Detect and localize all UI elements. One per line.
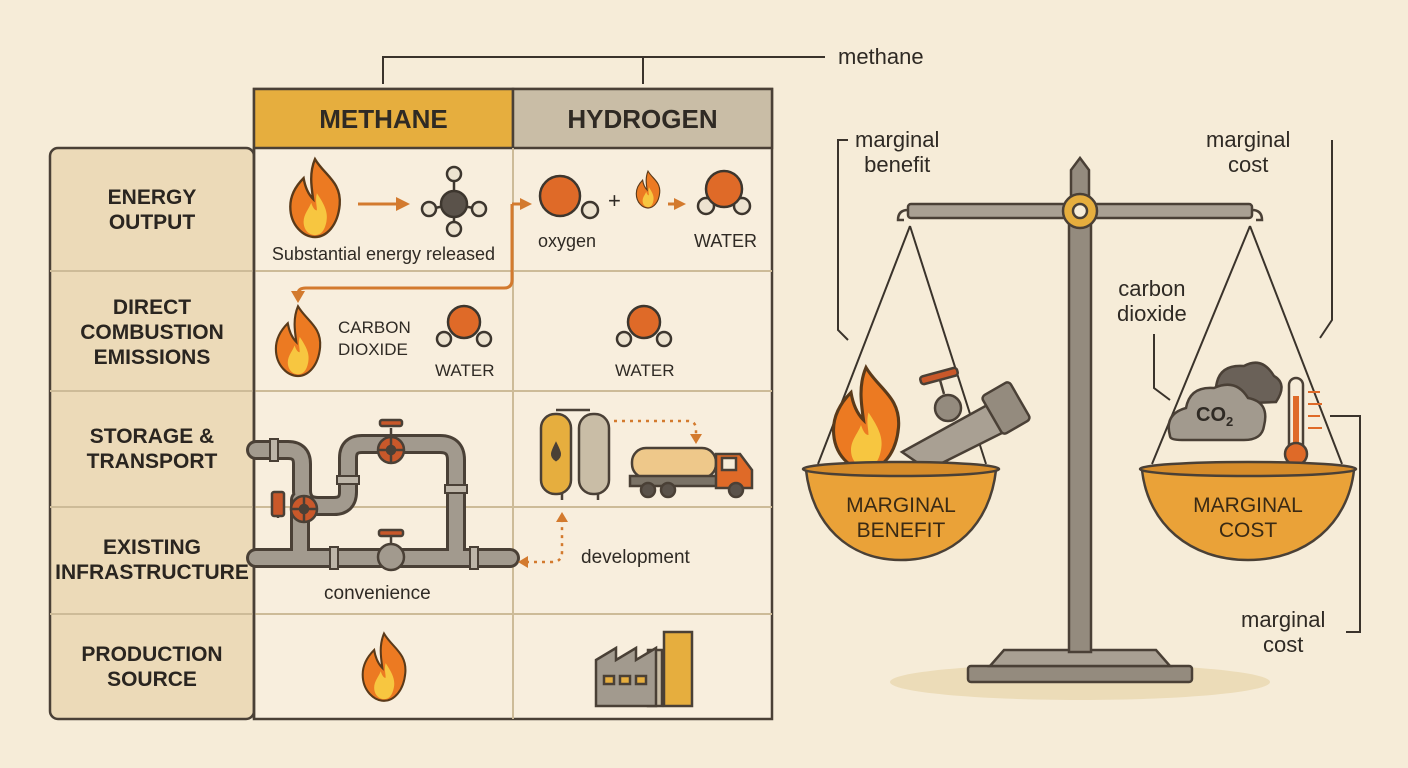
co2-symbol: CO2 [1196, 404, 1233, 429]
hydrogen-header-bg [511, 87, 774, 150]
pan-label-line: BENEFIT [856, 519, 946, 542]
callout-line: cost [1228, 152, 1269, 177]
co2-subscript: 2 [1226, 414, 1234, 429]
callout-line: marginal [855, 127, 940, 152]
row-label-existing-infrastructure: EXISTING INFRASTRUCTURE [50, 535, 254, 585]
row-label-direct-combustion-emissions: DIRECT COMBUSTION EMISSIONS [50, 295, 254, 370]
callout-line: cost [1263, 632, 1304, 657]
plus-sign: + [608, 188, 621, 213]
column-header-methane: METHANE [319, 104, 448, 134]
smoke-cloud-icon [1167, 361, 1283, 442]
convenience-caption: convenience [324, 583, 431, 604]
water-molecule-icon-hydrogen [615, 304, 673, 348]
pan-label-line: MARGINAL [846, 494, 956, 517]
callout-line: benefit [864, 152, 931, 177]
row-label-line: SOURCE [107, 668, 197, 691]
water-molecule-icon-energy [696, 169, 752, 216]
hydrogen-arrow-icon [668, 198, 686, 210]
oxygen-caption: oxygen [538, 231, 597, 251]
pan-label-line: MARGINAL [1193, 494, 1303, 517]
top-methane-label: methane [838, 44, 924, 69]
left-pan-label: MARGINAL BENEFIT [826, 493, 976, 543]
balance-scale [801, 139, 1361, 700]
thermometer-icon [1283, 376, 1322, 467]
callout-lines [837, 139, 1361, 633]
valve-icon-bottom [376, 528, 406, 572]
row-label-line: STORAGE & [89, 425, 215, 448]
scale-base [966, 648, 1194, 684]
left-pan [801, 460, 1001, 562]
methane-molecule-icon [420, 165, 488, 238]
energy-to-emissions-connector [291, 198, 532, 303]
callout-line: marginal [1206, 127, 1291, 152]
row-label-line: ENERGY [107, 186, 197, 209]
factory-icon [594, 630, 694, 708]
water-caption-hydrogen: WATER [615, 361, 675, 380]
comparison-table [48, 87, 774, 721]
carbon-dioxide-caption: CARBON DIOXIDE [338, 317, 411, 361]
row-label-line: INFRASTRUCTURE [55, 561, 249, 584]
valve-wheel-icon-left [270, 490, 319, 524]
methane-header-bg [252, 87, 515, 150]
marginal-cost-callout-bottom: marginal cost [1241, 607, 1325, 657]
row-label-line: PRODUCTION [81, 643, 223, 666]
oxygen-atom-icon [538, 174, 600, 220]
marginal-benefit-callout: marginal benefit [855, 127, 939, 177]
row-label-line: COMBUSTION [80, 321, 224, 344]
left-pan-pipe-valve-icon [899, 366, 1031, 472]
water-caption-energy: WATER [694, 231, 757, 251]
scale-beam [896, 192, 1264, 230]
pan-label-line: COST [1218, 519, 1278, 542]
water-molecule-icon-methane [435, 304, 493, 348]
row-label-line: TRANSPORT [86, 450, 218, 473]
development-caption: development [581, 547, 690, 568]
row-label-production-source: PRODUCTION SOURCE [50, 642, 254, 692]
caption-line: DIOXIDE [338, 340, 408, 359]
row-label-line: EXISTING [102, 536, 202, 559]
right-pan-label: MARGINAL COST [1173, 493, 1323, 543]
row-label-line: EMISSIONS [93, 346, 211, 369]
right-pan [1138, 460, 1358, 562]
left-pan-flame-icon [831, 365, 901, 472]
column-header-hydrogen: HYDROGEN [567, 104, 718, 134]
caption-line: CARBON [338, 318, 411, 337]
pipe-joints [269, 438, 479, 570]
storage-tanks-icon [539, 408, 611, 500]
carbon-dioxide-callout: carbon dioxide [1117, 276, 1187, 326]
storage-to-truck-connector [614, 419, 702, 444]
row-label-energy-output: ENERGY OUTPUT [50, 185, 254, 235]
marginal-cost-callout-top: marginal cost [1206, 127, 1290, 177]
tanker-truck-icon [628, 446, 754, 499]
water-caption-methane: WATER [435, 361, 495, 380]
callout-line: carbon [1118, 276, 1186, 301]
row-label-line: OUTPUT [108, 211, 196, 234]
infrastructure-connector [518, 512, 568, 568]
co2-symbol-text: CO [1196, 404, 1226, 426]
scale-post [1067, 208, 1093, 654]
row-label-storage-transport: STORAGE & TRANSPORT [50, 424, 254, 474]
callout-line: dioxide [1117, 301, 1187, 326]
row-label-line: DIRECT [112, 296, 192, 319]
valve-wheel-icon-top [376, 418, 406, 465]
callout-line: marginal [1241, 607, 1326, 632]
energy-methane-caption: Substantial energy released [271, 244, 496, 264]
energy-arrow-icon [358, 197, 410, 211]
top-bracket [382, 56, 825, 84]
